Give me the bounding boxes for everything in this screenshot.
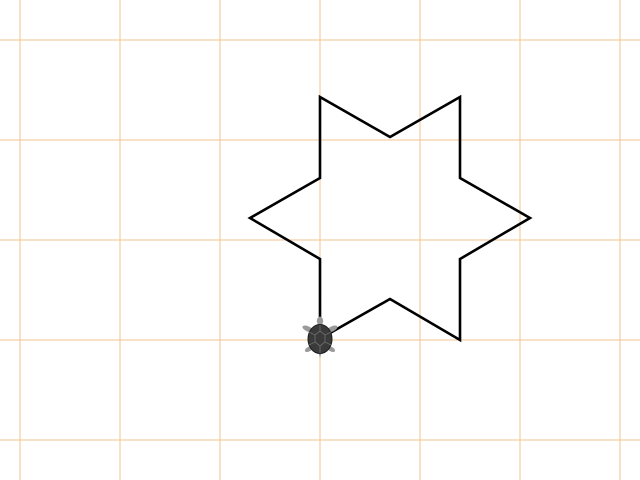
turtle-shell	[307, 324, 333, 354]
turtle-icon[interactable]	[301, 316, 338, 359]
turtle-tail	[318, 353, 322, 358]
turtle-shell-pattern	[308, 325, 332, 353]
star-drawing	[247, 94, 533, 343]
turtle-head	[316, 316, 324, 326]
